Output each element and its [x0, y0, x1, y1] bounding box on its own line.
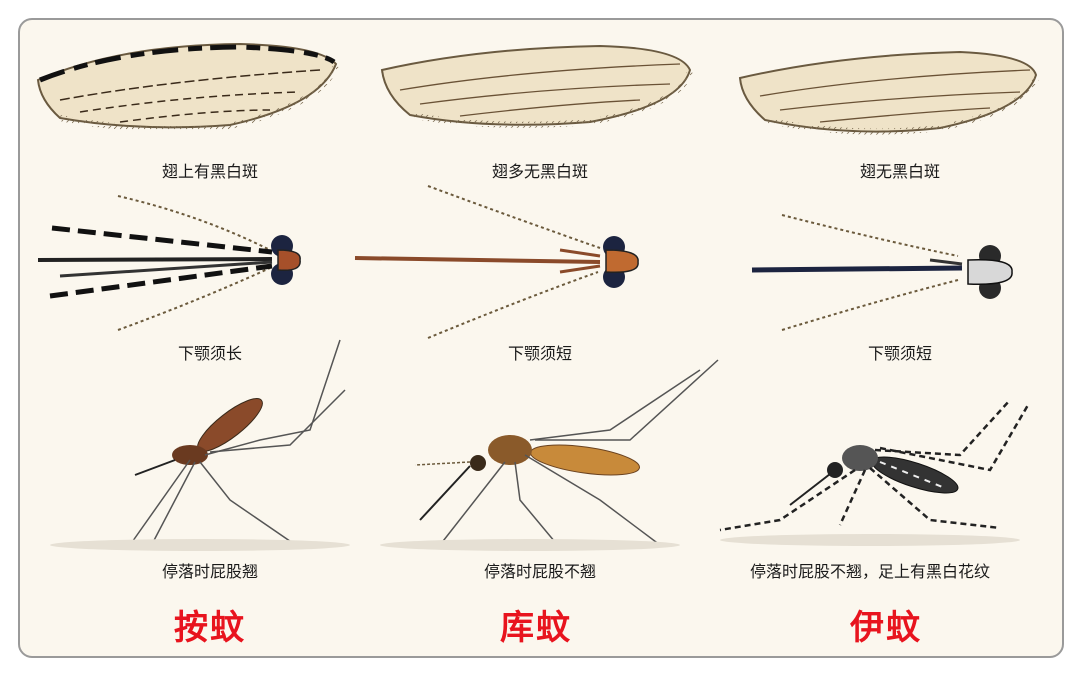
anopheles-posture-caption: 停落时屁股翘	[161, 562, 258, 581]
anopheles-resting	[50, 339, 350, 551]
aedes-wing	[738, 50, 1039, 135]
aedes-wing-caption: 翅无黑白斑	[859, 162, 940, 181]
aedes-name: 伊蚊	[850, 608, 922, 648]
aedes-resting	[719, 399, 1030, 546]
anopheles-palp-caption: 下颚须长	[177, 344, 242, 363]
culex-resting	[380, 359, 719, 551]
anopheles-head	[37, 195, 301, 331]
culex-posture-caption: 停落时屁股不翘	[483, 562, 596, 581]
culex-wing-caption: 翅多无黑白斑	[491, 162, 588, 181]
aedes-palp-caption: 下颚须短	[867, 344, 932, 363]
culex-wing	[380, 44, 693, 128]
anopheles-name: 按蚊	[174, 608, 246, 648]
culex-palp-caption: 下颚须短	[507, 344, 572, 363]
aedes-posture-caption: 停落时屁股不翘，足上有黑白花纹	[749, 562, 990, 581]
anopheles-wing	[36, 42, 339, 132]
aedes-head	[751, 214, 1013, 331]
anopheles-wing-caption: 翅上有黑白斑	[161, 162, 258, 181]
culex-head	[354, 185, 639, 339]
culex-name: 库蚊	[500, 608, 572, 648]
